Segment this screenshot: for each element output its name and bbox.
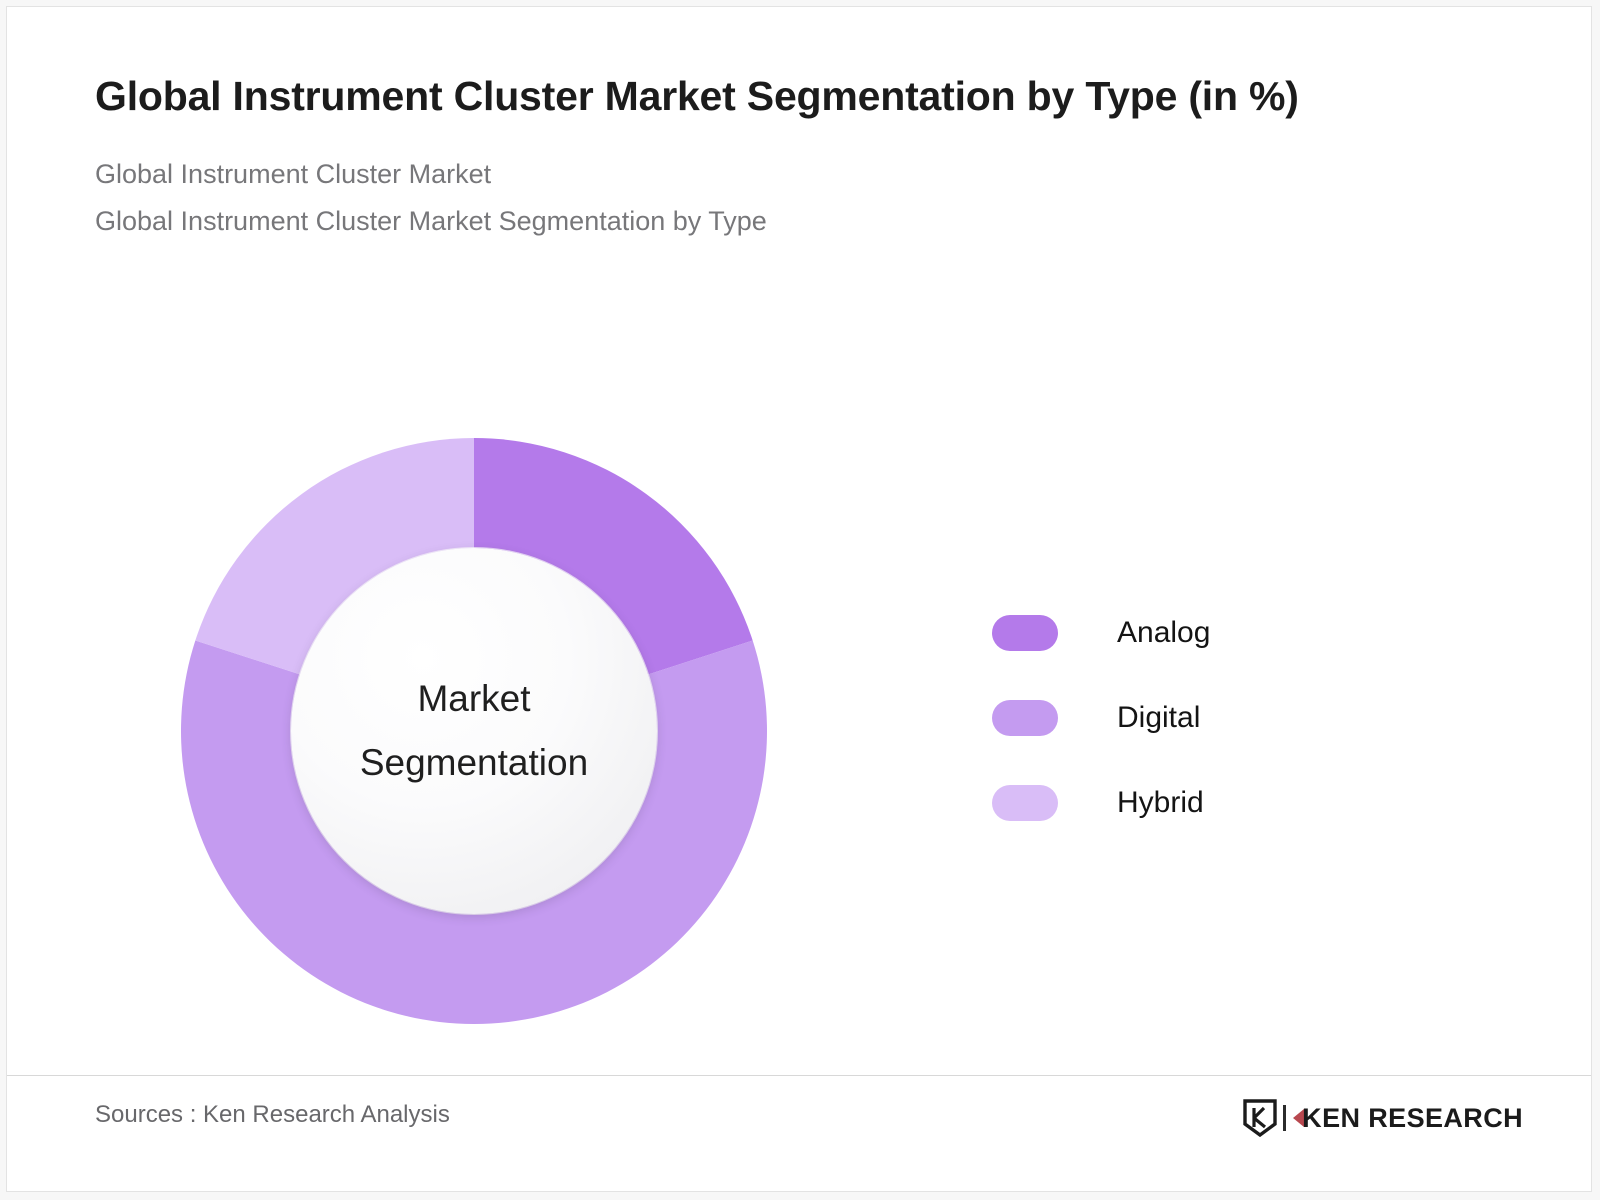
brand-triangle-icon xyxy=(1293,1109,1305,1127)
donut-center-label-line-2: Segmentation xyxy=(359,742,589,783)
donut-center-label-line-1: Market xyxy=(417,678,531,720)
donut-center-label: Market Segmentation xyxy=(332,667,616,794)
chart-card: Global Instrument Cluster Market Segment… xyxy=(6,6,1592,1192)
legend-swatch-icon-digital xyxy=(992,699,1058,736)
ken-research-logo: KEN RESEARCH xyxy=(1243,1099,1523,1137)
subtitle-line-1: Global Instrument Cluster Market xyxy=(95,159,492,190)
donut-center-hole: Market Segmentation xyxy=(291,548,657,914)
chart-area: Market Segmentation Analog Digital Hybri… xyxy=(7,387,1591,1067)
chart-legend: Analog Digital Hybrid xyxy=(992,590,1412,845)
legend-label-hybrid: Hybrid xyxy=(1117,785,1204,819)
legend-label-analog: Analog xyxy=(1117,615,1211,649)
brand-divider xyxy=(1283,1105,1287,1131)
donut-chart: Market Segmentation xyxy=(181,438,767,1024)
legend-swatch-icon-hybrid xyxy=(992,784,1058,821)
brand-name: KEN RESEARCH xyxy=(1302,1102,1523,1133)
legend-item-analog[interactable]: Analog xyxy=(992,590,1412,675)
legend-item-hybrid[interactable]: Hybrid xyxy=(992,760,1412,845)
legend-item-digital[interactable]: Digital xyxy=(992,675,1412,760)
sources-note: Sources : Ken Research Analysis xyxy=(95,1101,450,1128)
chart-header: Global Instrument Cluster Market Segment… xyxy=(95,69,1525,244)
page-title: Global Instrument Cluster Market Segment… xyxy=(95,73,1299,119)
ken-shield-icon xyxy=(1243,1099,1277,1137)
subtitle-block: Global Instrument Cluster Market Global … xyxy=(95,151,1525,244)
legend-swatch-icon-analog xyxy=(992,614,1058,651)
legend-label-digital: Digital xyxy=(1117,700,1201,734)
subtitle-line-2: Global Instrument Cluster Market Segment… xyxy=(95,205,767,236)
footer-divider xyxy=(7,1075,1591,1076)
